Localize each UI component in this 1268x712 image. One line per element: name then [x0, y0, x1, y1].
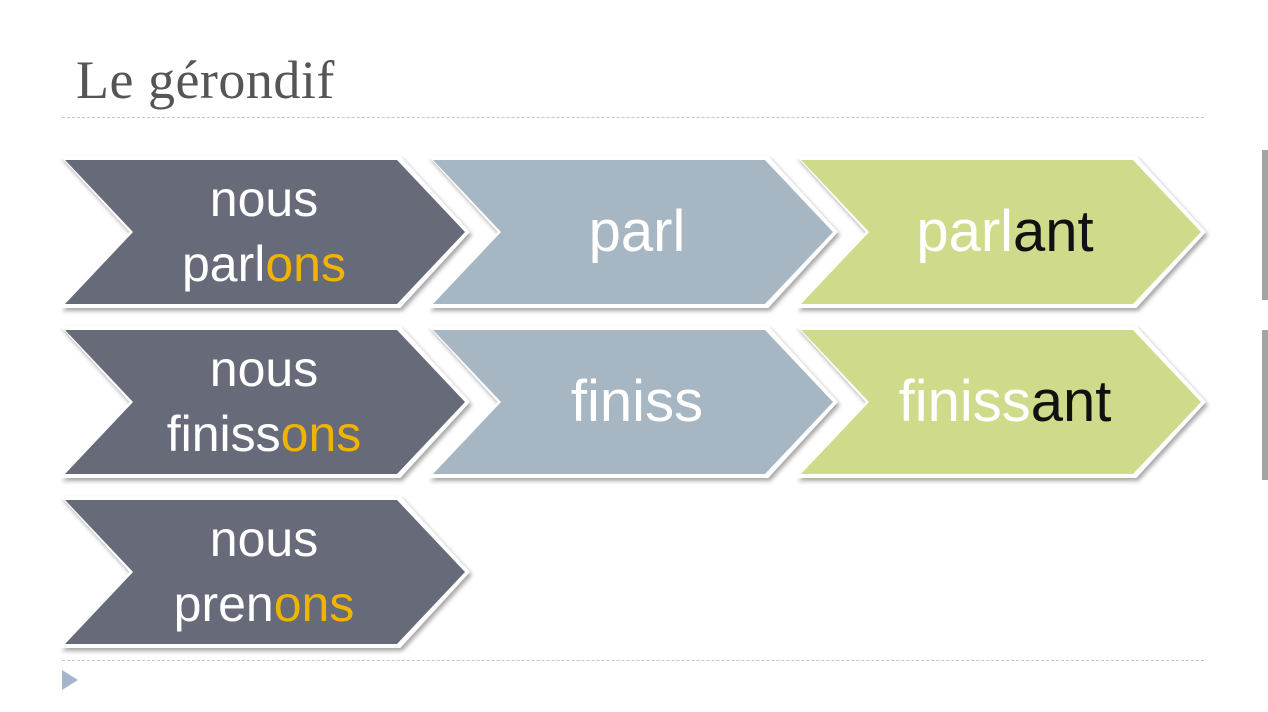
- chevron-nous-finissons: nous finissons: [60, 326, 470, 478]
- chevron-nous-prenons: nous prenons: [60, 496, 470, 648]
- ons-suffix: ons: [280, 406, 362, 462]
- chevron-nous-parlons: nous parlons: [60, 156, 470, 308]
- gerund-stem: finiss: [898, 369, 1031, 434]
- verb-form-text: finissons: [167, 402, 362, 467]
- footer-divider: [62, 660, 1204, 661]
- pronoun-text: nous: [209, 511, 319, 567]
- adjacent-slide-edge: [1262, 150, 1268, 300]
- ant-ending: ant: [1030, 369, 1112, 434]
- chevron-gerund-parlant: parlant: [796, 156, 1206, 308]
- ant-ending: ant: [1013, 199, 1094, 264]
- slide-title: Le gérondif: [76, 50, 335, 110]
- verb-form-text: prenons: [174, 572, 355, 637]
- adjacent-slide-edge: [1262, 330, 1268, 480]
- verb-stem: finiss: [166, 406, 281, 462]
- gerund-text: parlant: [916, 197, 1093, 267]
- ons-suffix: ons: [273, 576, 355, 632]
- stem-text: parl: [588, 199, 686, 264]
- gerund-stem: parl: [916, 199, 1014, 264]
- verb-form-text: parlons: [182, 232, 346, 297]
- gerund-text: finissant: [899, 367, 1112, 437]
- ons-suffix: ons: [265, 236, 346, 292]
- verb-stem: pren: [173, 576, 274, 632]
- title-divider: [62, 117, 1204, 118]
- chevron-stem-finiss: finiss: [428, 326, 838, 478]
- pronoun-text: nous: [209, 171, 319, 227]
- chevron-stem-parl: parl: [428, 156, 838, 308]
- play-triangle-icon[interactable]: [62, 670, 78, 690]
- verb-stem: parl: [182, 236, 266, 292]
- chevron-gerund-finissant: finissant: [796, 326, 1206, 478]
- stem-text: finiss: [570, 369, 704, 434]
- pronoun-text: nous: [209, 341, 319, 397]
